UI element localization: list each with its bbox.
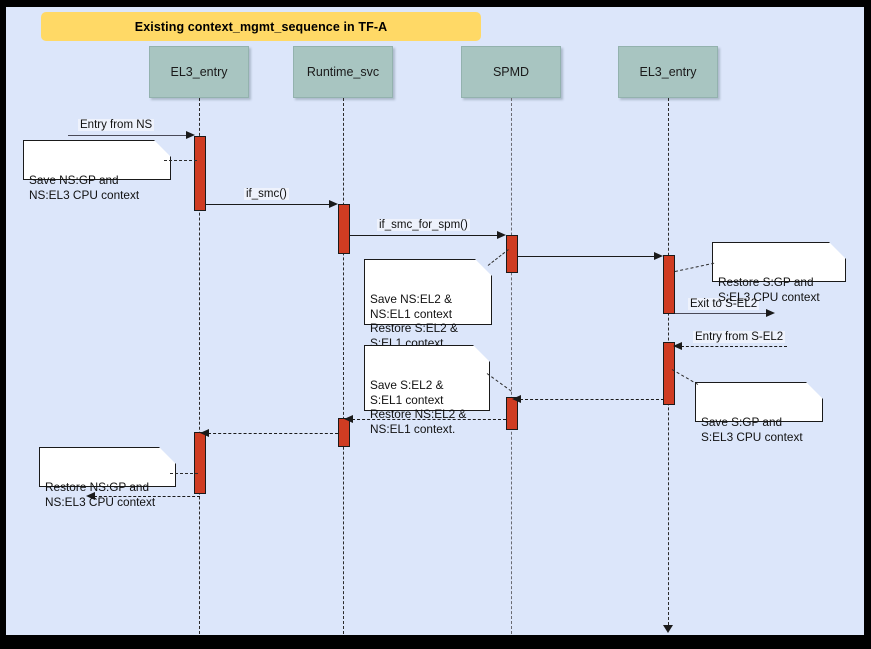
lifeline-label: Runtime_svc (306, 65, 380, 79)
lifeline-head-spmd[interactable]: SPMD (461, 46, 561, 98)
message-arrowhead-exit-to-s-el2 (766, 309, 775, 317)
message-line-spmd-to-runtime-svc-return[interactable] (352, 419, 506, 420)
note-save-s-gp: Save S:GP and S:EL3 CPU context (695, 382, 823, 444)
message-arrowhead-el3-entry-ns-final-return (86, 492, 95, 500)
activation-bar-spmd-1 (506, 235, 518, 273)
message-arrowhead-entry-from-s-el2 (673, 342, 682, 350)
activation-bar-el3-entry-ns-1 (194, 136, 206, 211)
lifeline-line-runtime-svc (343, 98, 344, 634)
message-line-el3-entry-ns-final-return[interactable] (94, 496, 200, 497)
note-fold-icon (806, 382, 823, 399)
note-fold-icon (154, 140, 171, 157)
message-line-entry-from-ns[interactable] (68, 135, 188, 136)
note-connector-restore-ns-gp (170, 473, 198, 474)
note-connector-restore-s-gp (674, 262, 715, 272)
note-save-s-el2: Save S:EL2 & S:EL1 context Restore NS:EL… (364, 345, 490, 436)
message-arrowhead-entry-from-ns (186, 131, 195, 139)
note-connector-save-ns-gp (164, 160, 197, 161)
message-label-if-smc: if_smc() (244, 188, 289, 200)
message-label-if-smc-for-spm: if_smc_for_spm() (377, 219, 470, 231)
message-line-if-smc[interactable] (206, 204, 331, 205)
note-fold-icon (159, 447, 176, 464)
message-line-spmd-to-el3-entry-s[interactable] (518, 256, 656, 257)
activation-bar-runtime-svc-1 (338, 204, 350, 254)
message-arrowhead-spmd-to-el3-entry-s (654, 252, 663, 260)
diagram-canvas: Existing context_mgmt_sequence in TF-A E… (6, 7, 864, 635)
lifeline-end-arrow-el3-entry-s (663, 625, 673, 633)
message-arrowhead-if-smc (329, 200, 338, 208)
note-connector-save-s-gp (671, 369, 699, 385)
note-text: Save S:GP and S:EL3 CPU context (701, 415, 803, 444)
note-text: Restore NS:GP and NS:EL3 CPU context (45, 480, 156, 509)
note-restore-s-gp: Restore S:GP and S:EL3 CPU context (712, 242, 846, 304)
activation-bar-el3-entry-s-2 (663, 342, 675, 405)
note-save-ns-gp: Save NS:GP and NS:EL3 CPU context (23, 140, 171, 202)
note-fold-icon (829, 242, 846, 259)
message-arrowhead-if-smc-for-spm (497, 231, 506, 239)
message-arrowhead-el3-entry-s-to-spmd-return (512, 395, 521, 403)
note-fold-icon (473, 345, 490, 362)
message-arrowhead-spmd-to-runtime-svc-return (344, 415, 353, 423)
message-label-exit-to-s-el2: Exit to S-EL2 (688, 298, 760, 310)
lifeline-label: SPMD (492, 65, 530, 79)
message-label-entry-from-ns: Entry from NS (78, 119, 155, 131)
lifeline-head-el3-entry-s[interactable]: EL3_entry (618, 46, 718, 98)
note-fold-icon (475, 259, 492, 276)
lifeline-label: EL3_entry (639, 65, 697, 79)
message-line-runtime-svc-to-el3-entry-ns-return[interactable] (208, 433, 338, 434)
activation-bar-el3-entry-s-1 (663, 255, 675, 314)
lifeline-head-runtime-svc[interactable]: Runtime_svc (293, 46, 393, 98)
note-text: Save NS:EL2 & NS:EL1 context Restore S:E… (370, 292, 458, 350)
message-line-exit-to-s-el2[interactable] (675, 313, 769, 314)
activation-bar-el3-entry-ns-2 (194, 432, 206, 494)
lifeline-line-spmd (511, 98, 512, 634)
note-save-ns-el2: Save NS:EL2 & NS:EL1 context Restore S:E… (364, 259, 492, 350)
message-line-el3-entry-s-to-spmd-return[interactable] (520, 399, 664, 400)
message-line-if-smc-for-spm[interactable] (350, 235, 498, 236)
lifeline-line-el3-entry-ns (199, 98, 200, 634)
note-restore-ns-gp: Restore NS:GP and NS:EL3 CPU context (39, 447, 176, 509)
note-connector-save-s-el2 (486, 373, 512, 392)
lifeline-head-el3-entry-ns[interactable]: EL3_entry (149, 46, 249, 98)
note-text: Save S:EL2 & S:EL1 context Restore NS:EL… (370, 378, 467, 436)
note-text: Save NS:GP and NS:EL3 CPU context (29, 173, 140, 202)
message-label-entry-from-s-el2: Entry from S-EL2 (693, 331, 786, 343)
diagram-title-banner: Existing context_mgmt_sequence in TF-A (41, 12, 481, 41)
note-text: Restore S:GP and S:EL3 CPU context (718, 275, 820, 304)
page-title: Existing context_mgmt_sequence in TF-A (134, 19, 388, 34)
message-arrowhead-runtime-svc-to-el3-entry-ns-return (200, 429, 209, 437)
lifeline-label: EL3_entry (170, 65, 228, 79)
message-line-entry-from-s-el2[interactable] (681, 346, 787, 347)
